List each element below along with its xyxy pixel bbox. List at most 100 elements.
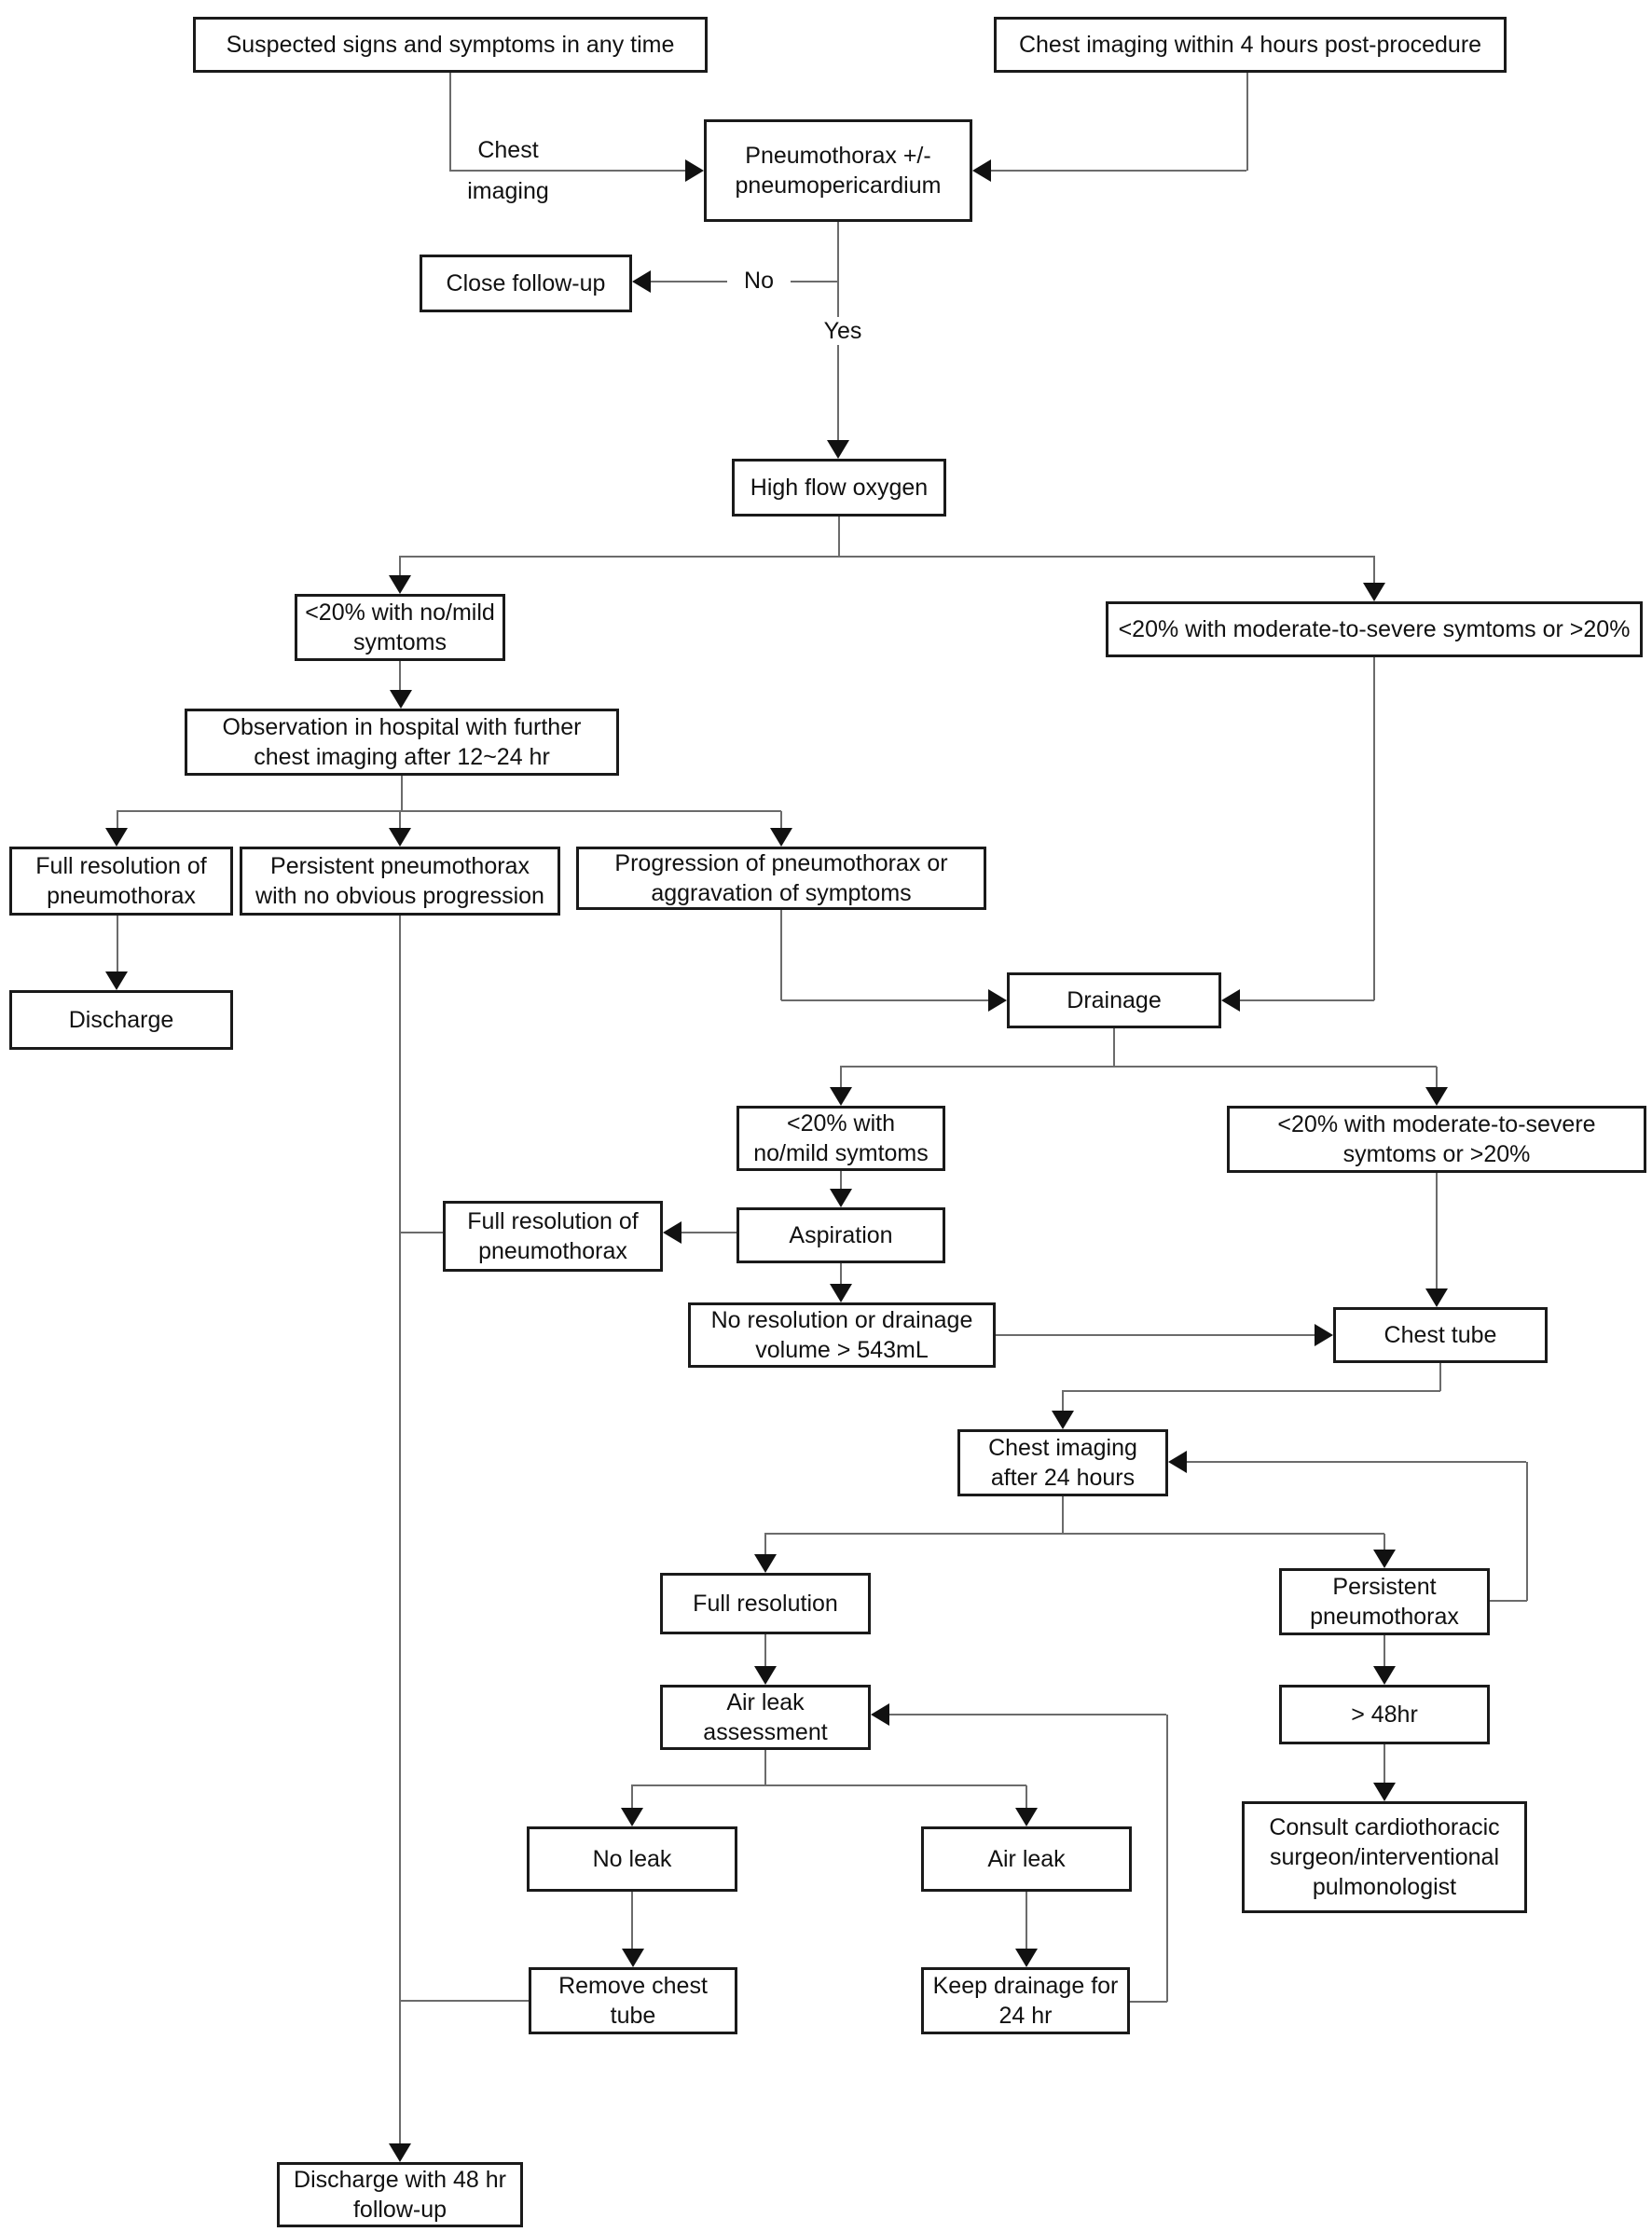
arrowhead: [827, 440, 849, 459]
arrowhead: [1363, 583, 1385, 601]
arrowhead: [1168, 1451, 1187, 1473]
arrowhead: [830, 1087, 852, 1106]
arrowhead: [1373, 1666, 1396, 1685]
connector-line: [1240, 999, 1374, 1001]
edge-label-chest-imaging-line2: imaging: [467, 178, 549, 204]
connector-line: [399, 811, 401, 828]
node-discharge-48hr: Discharge with 48 hr follow-up: [277, 2162, 523, 2227]
connector-line: [1526, 1462, 1528, 1601]
connector-line: [399, 556, 1375, 558]
connector-line: [631, 1892, 633, 1949]
connector-line: [1373, 657, 1375, 1000]
connector-line: [1062, 1391, 1064, 1411]
node-persistent-2: Persistent pneumothorax: [1279, 1568, 1490, 1635]
arrowhead: [105, 971, 128, 990]
node-chest-imaging-24: Chest imaging after 24 hours: [957, 1429, 1168, 1496]
arrowhead: [988, 989, 1007, 1012]
node-severe-symptoms-2: <20% with moderate-to-severe symtoms or …: [1227, 1106, 1646, 1173]
node-chest-tube: Chest tube: [1333, 1307, 1548, 1363]
node-mild-symptoms-1: <20% with no/mild symtoms: [295, 594, 505, 661]
connector-line: [399, 661, 401, 690]
node-drainage: Drainage: [1007, 972, 1221, 1028]
node-full-resolution-3: Full resolution: [660, 1573, 871, 1634]
arrowhead: [1015, 1949, 1038, 1967]
arrowhead: [1015, 1808, 1038, 1826]
node-full-resolution-1: Full resolution of pneumothorax: [9, 847, 233, 916]
connector-line: [780, 811, 782, 828]
connector-line: [681, 1232, 737, 1233]
arrowhead: [389, 2143, 411, 2162]
node-air-leak-assessment: Air leak assessment: [660, 1685, 871, 1750]
connector-line: [764, 1534, 766, 1554]
node-gt-48hr: > 48hr: [1279, 1685, 1490, 1744]
arrowhead: [1052, 1411, 1074, 1429]
connector-line: [1490, 1600, 1527, 1602]
arrowhead: [632, 270, 651, 293]
edge-label-no: No: [727, 267, 791, 295]
node-high-flow-oxygen: High flow oxygen: [732, 459, 946, 517]
node-close-followup: Close follow-up: [420, 255, 632, 312]
connector-line: [996, 1334, 1315, 1336]
arrowhead: [389, 828, 411, 847]
connector-line: [840, 1066, 1437, 1068]
arrowhead: [1221, 989, 1240, 1012]
connector-line: [631, 1784, 1026, 1786]
edge-label-yes: Yes: [809, 317, 876, 345]
connector-line: [1062, 1496, 1064, 1534]
connector-line: [1026, 1892, 1027, 1949]
connector-line: [840, 1171, 842, 1189]
connector-line: [400, 1232, 443, 1233]
node-discharge: Discharge: [9, 990, 233, 1050]
connector-line: [401, 776, 403, 811]
node-suspected-signs: Suspected signs and symptoms in any time: [193, 17, 708, 73]
node-pneumothorax: Pneumothorax +/- pneumopericardium: [704, 119, 972, 222]
connector-line: [889, 1714, 1166, 1715]
arrowhead: [830, 1284, 852, 1302]
edge-label-chest-imaging-line1: Chest: [477, 137, 539, 163]
node-chest-imaging-4hr: Chest imaging within 4 hours post-proced…: [994, 17, 1507, 73]
connector-line: [1246, 73, 1248, 171]
connector-line: [1187, 1461, 1526, 1463]
arrowhead: [871, 1703, 889, 1726]
arrowhead: [663, 1221, 681, 1244]
arrowhead: [1315, 1324, 1333, 1346]
node-remove-chest-tube: Remove chest tube: [529, 1967, 737, 2034]
connector-line: [117, 811, 118, 828]
connector-line: [399, 557, 401, 575]
arrowhead: [685, 159, 704, 182]
connector-line: [1062, 1390, 1440, 1392]
node-full-resolution-2: Full resolution of pneumothorax: [443, 1201, 663, 1272]
arrowhead: [622, 1949, 644, 1967]
connector-line: [1130, 2001, 1167, 2003]
arrowhead: [1425, 1288, 1448, 1307]
connector-line: [117, 810, 781, 812]
arrowhead: [1373, 1783, 1396, 1801]
connector-line: [400, 2000, 530, 2002]
node-consult: Consult cardiothoracic surgeon/intervent…: [1242, 1801, 1527, 1913]
node-no-leak: No leak: [527, 1826, 737, 1892]
connector-line: [991, 170, 1246, 172]
node-observation: Observation in hospital with further che…: [185, 709, 619, 776]
arrowhead: [389, 575, 411, 594]
connector-line: [1436, 1173, 1438, 1288]
connector-line: [1166, 1715, 1168, 2002]
connector-line: [1384, 1534, 1385, 1550]
arrowhead: [621, 1808, 643, 1826]
connector-line: [117, 916, 118, 971]
arrowhead: [770, 828, 792, 847]
node-keep-drainage: Keep drainage for 24 hr: [921, 1967, 1130, 2034]
node-mild-symptoms-2: <20% with no/mild symtoms: [737, 1106, 945, 1171]
arrowhead: [830, 1189, 852, 1207]
node-air-leak: Air leak: [921, 1826, 1132, 1892]
connector-line: [1026, 1785, 1027, 1808]
connector-line: [838, 517, 840, 558]
arrowhead: [390, 690, 412, 709]
connector-line: [764, 1750, 766, 1785]
connector-line: [1384, 1635, 1385, 1666]
connector-line: [840, 1067, 842, 1087]
connector-line: [1436, 1067, 1438, 1087]
connector-line: [449, 73, 451, 171]
arrowhead: [1373, 1550, 1396, 1568]
connector-line: [1384, 1744, 1385, 1783]
